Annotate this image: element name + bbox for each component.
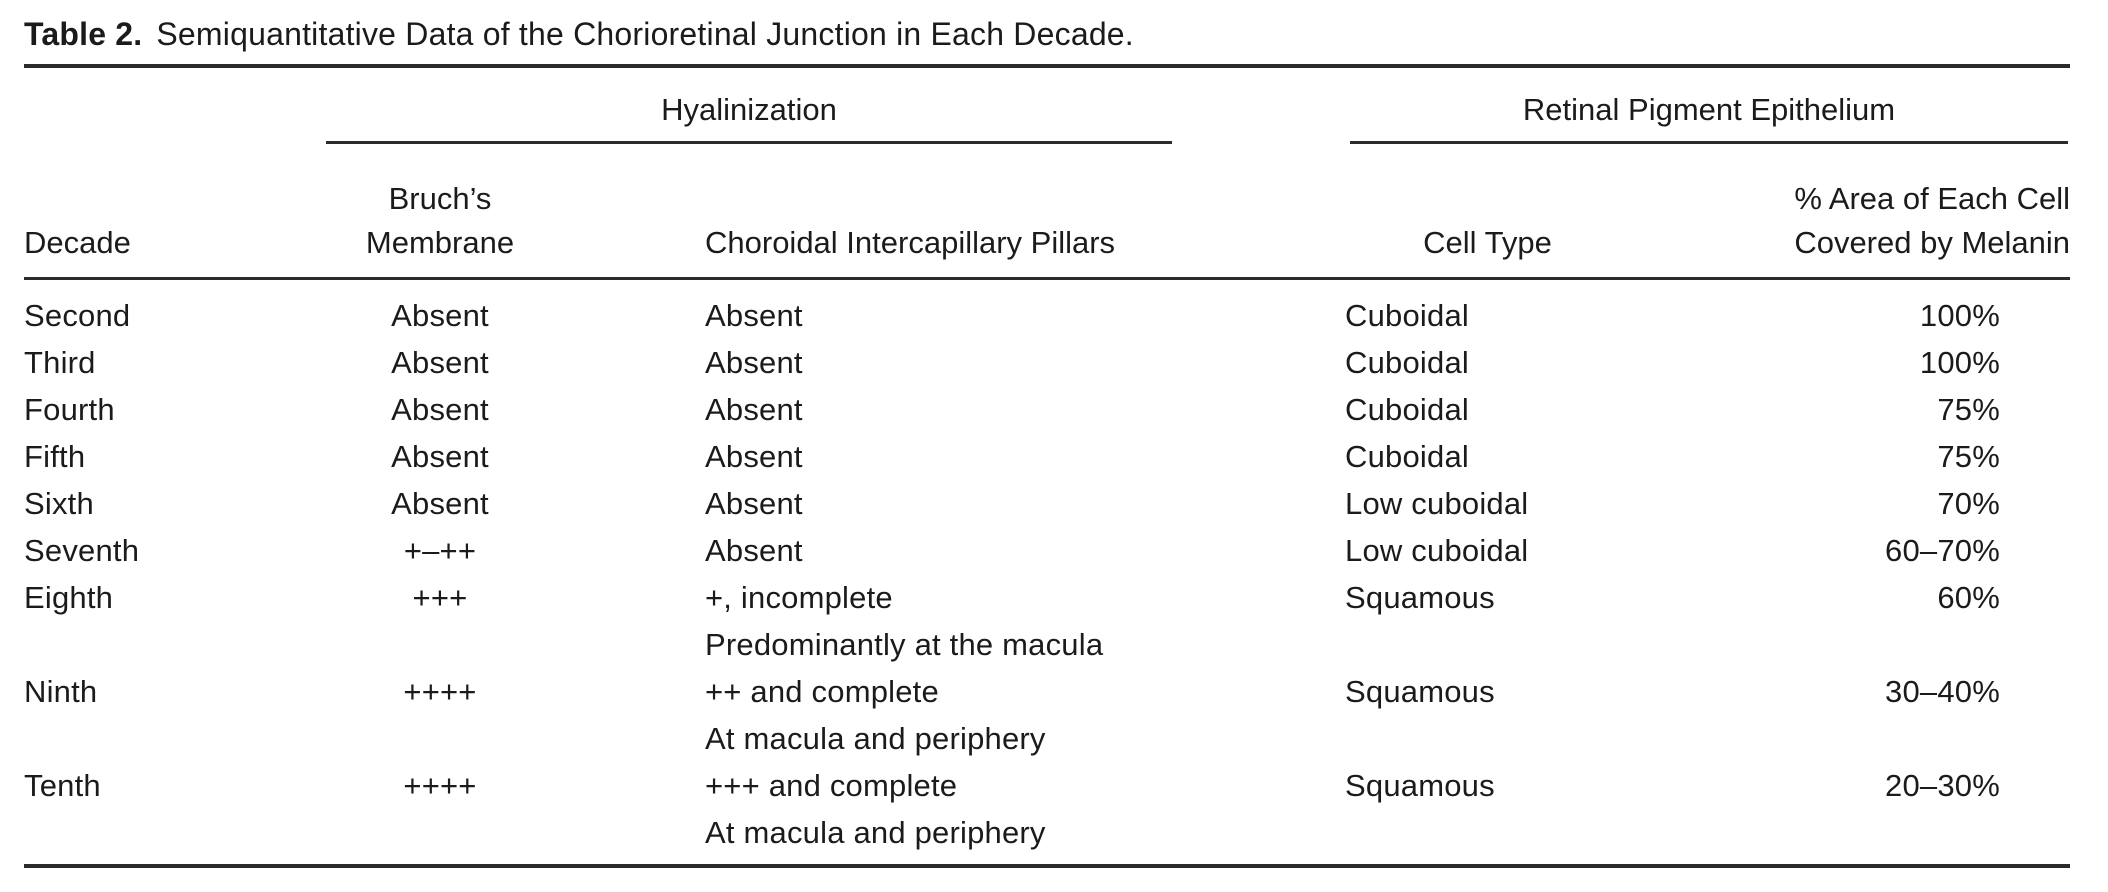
bruchs-cell: Absent: [391, 344, 489, 380]
pillars-value: +, incomplete: [705, 579, 893, 615]
cell-type-cell: Low cuboidal: [1345, 532, 1529, 568]
decade-cell: Tenth: [24, 767, 101, 803]
decade-cell: Fourth: [24, 391, 115, 427]
bruchs-cell: +++: [412, 579, 468, 615]
melanin-cell: 100%: [1919, 297, 2001, 333]
table-row-eighth: Eighth +++ +, incomplete Predominantly a…: [24, 574, 2070, 668]
pillars-location-note: At macula and periphery: [705, 720, 1046, 756]
cell-type-cell: Cuboidal: [1345, 344, 1469, 380]
semiquantitative-data-table: Hyalinization Retinal Pigment Epithelium…: [24, 68, 2071, 862]
table-figure: Table 2. Semiquantitative Data of the Cho…: [24, 14, 2071, 868]
cell-type-cell: Cuboidal: [1345, 438, 1469, 474]
melanin-cell: 60%: [1937, 579, 2001, 615]
pillars-location-note: Predominantly at the macula: [705, 626, 1104, 662]
column-header-melanin: % Area of Each Cell Covered by Melanin: [1630, 164, 2071, 280]
table-row-third: Third Absent Absent Cuboidal 100%: [24, 339, 2070, 386]
bruchs-header-line2: Membrane: [365, 224, 515, 260]
melanin-cell: 75%: [1937, 438, 2001, 474]
decade-cell: Third: [24, 344, 96, 380]
table-top-rule: [24, 64, 2070, 68]
decade-cell: Ninth: [24, 673, 98, 709]
decade-cell: Second: [24, 297, 131, 333]
bruchs-cell: Absent: [391, 485, 489, 521]
pillars-header-label: Choroidal Intercapillary Pillars: [705, 224, 1116, 260]
hyalinization-spanner-rule: [326, 141, 1173, 144]
table-row-fourth: Fourth Absent Absent Cuboidal 75%: [24, 386, 2070, 433]
table-title: Table 2. Semiquantitative Data of the Cho…: [24, 14, 2070, 54]
column-header-pillars: Choroidal Intercapillary Pillars: [560, 164, 1181, 280]
melanin-header-line2: Covered by Melanin: [1794, 224, 2071, 260]
melanin-cell: 75%: [1937, 391, 2001, 427]
pillars-cell: Absent: [705, 438, 803, 474]
hyalinization-label: Hyalinization: [661, 92, 837, 127]
table-row-fifth: Fifth Absent Absent Cuboidal 75%: [24, 433, 2070, 480]
column-header-row: Decade Bruch’s Membrane Choroidal Interc…: [24, 164, 2071, 280]
bruchs-cell: Absent: [391, 438, 489, 474]
pillars-location-note: At macula and periphery: [705, 814, 1046, 850]
table-row-tenth: Tenth ++++ +++ and complete At macula an…: [24, 762, 2070, 862]
pillars-value: +++ and complete: [705, 767, 958, 803]
table-header: Hyalinization Retinal Pigment Epithelium…: [24, 68, 2071, 280]
table-row-second: Second Absent Absent Cuboidal 100%: [24, 278, 2070, 339]
bruchs-cell: Absent: [391, 297, 489, 333]
cell-type-cell: Cuboidal: [1345, 391, 1469, 427]
decade-header-label: Decade: [24, 224, 131, 260]
table-caption-text: Semiquantitative Data of the Chorioretin…: [156, 16, 1134, 52]
pillars-cell: Absent: [705, 485, 803, 521]
group-header-spacer: [24, 68, 320, 164]
cell-type-header-label: Cell Type: [1423, 224, 1552, 260]
melanin-cell: 100%: [1919, 344, 2001, 380]
table-row-seventh: Seventh +–++ Absent Low cuboidal 60–70%: [24, 527, 2070, 574]
melanin-header-line1: % Area of Each Cell: [1794, 180, 2071, 216]
melanin-cell: 70%: [1937, 485, 2001, 521]
column-header-bruchs-membrane: Bruch’s Membrane: [320, 164, 560, 280]
table-row-ninth: Ninth ++++ ++ and complete At macula and…: [24, 668, 2070, 762]
decade-cell: Eighth: [24, 579, 114, 615]
cell-type-cell: Low cuboidal: [1345, 485, 1529, 521]
cell-type-cell: Squamous: [1345, 673, 1495, 709]
cell-type-cell: Squamous: [1345, 767, 1495, 803]
table-row-sixth: Sixth Absent Absent Low cuboidal 70%: [24, 480, 2070, 527]
table-body: Second Absent Absent Cuboidal 100% Third…: [24, 278, 2070, 862]
bruchs-cell: Absent: [391, 391, 489, 427]
column-header-cell-type: Cell Type: [1180, 164, 1631, 280]
bruchs-cell: ++++: [403, 673, 477, 709]
pillars-cell: Absent: [705, 297, 803, 333]
table-number-label: Table 2.: [24, 16, 143, 52]
bruchs-header-line1: Bruch’s: [388, 180, 492, 216]
melanin-cell: 30–40%: [1885, 673, 2001, 709]
decade-cell: Sixth: [24, 485, 94, 521]
bruchs-cell: ++++: [403, 767, 477, 803]
pillars-cell: Absent: [705, 391, 803, 427]
pillars-cell: +++ and complete At macula and periphery: [560, 762, 1180, 862]
cell-type-cell: Squamous: [1345, 579, 1495, 615]
pillars-cell: Absent: [705, 532, 803, 568]
group-header-rpe: Retinal Pigment Epithelium: [1180, 68, 2070, 164]
rpe-label: Retinal Pigment Epithelium: [1522, 92, 1896, 127]
decade-cell: Fifth: [24, 438, 86, 474]
pillars-cell: ++ and complete At macula and periphery: [560, 668, 1180, 762]
bruchs-cell: +–++: [403, 532, 477, 568]
decade-cell: Seventh: [24, 532, 140, 568]
pillars-cell: +, incomplete Predominantly at the macul…: [560, 574, 1180, 668]
rpe-spanner: Retinal Pigment Epithelium: [1350, 90, 2069, 144]
group-header-hyalinization: Hyalinization: [320, 68, 1180, 164]
cell-type-cell: Cuboidal: [1345, 297, 1469, 333]
table-bottom-rule: [24, 863, 2070, 868]
pillars-cell: Absent: [705, 344, 803, 380]
melanin-cell: 60–70%: [1885, 532, 2001, 568]
rpe-spanner-rule: [1350, 141, 2069, 144]
hyalinization-spanner: Hyalinization: [326, 90, 1173, 144]
group-header-row: Hyalinization Retinal Pigment Epithelium: [24, 68, 2070, 164]
melanin-cell: 20–30%: [1885, 767, 2001, 803]
pillars-value: ++ and complete: [705, 673, 939, 709]
column-header-decade: Decade: [24, 164, 320, 280]
